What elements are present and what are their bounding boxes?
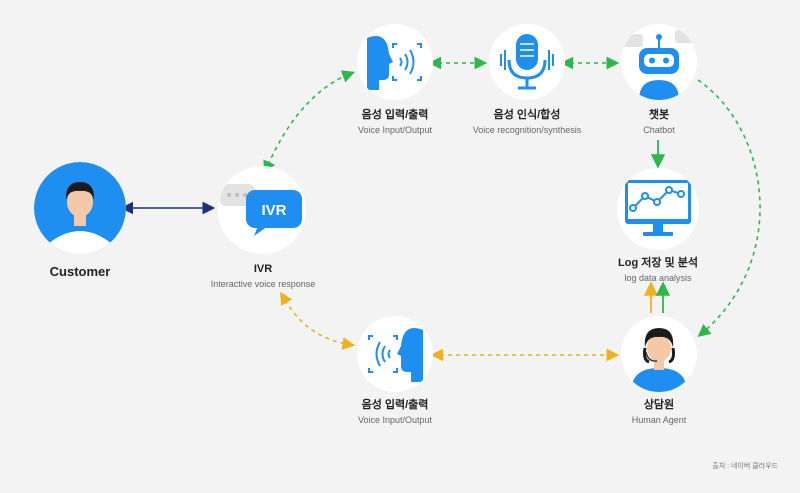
- voice-io-bottom-label: 음성 입력/출력 Voice Input/Output: [295, 398, 495, 426]
- log-node: [617, 168, 699, 250]
- agent-title: 상담원: [643, 399, 675, 411]
- voice-io-top-node: [357, 24, 433, 100]
- robot-icon: [623, 30, 695, 100]
- chatbot-title: 챗봇: [648, 109, 670, 121]
- ivr-bubble-text: IVR: [261, 202, 286, 219]
- customer-title: Customer: [49, 264, 111, 279]
- agent-headset-icon: [631, 328, 687, 392]
- log-title: Log 저장 및 분석: [618, 257, 698, 269]
- voice-recognition-node: [489, 24, 565, 100]
- agent-node: [621, 316, 697, 392]
- chatbot-subtitle: Chatbot: [643, 125, 675, 135]
- voice-io-top-subtitle: Voice Input/Output: [357, 125, 433, 135]
- voice-io-top-title: 음성 입력/출력: [361, 109, 429, 121]
- voice-recognition-title: 음성 인식/합성: [493, 109, 561, 121]
- agent-label: 상담원 Human Agent: [559, 398, 759, 426]
- arrow-ivr-voice-top: [263, 70, 355, 174]
- microphone-icon: [500, 34, 554, 90]
- voice-io-bottom-node: [357, 316, 433, 392]
- ivr-subtitle: Interactive voice response: [210, 279, 316, 289]
- log-subtitle: log data analysis: [624, 273, 692, 283]
- voice-io-bottom-title: 음성 입력/출력: [361, 399, 429, 411]
- ivr-node: IVR: [218, 166, 306, 254]
- customer-icon: [34, 162, 126, 254]
- voice-head-icon-mirrored: [368, 328, 423, 382]
- ivr-label: IVR Interactive voice response: [163, 262, 363, 290]
- voice-recognition-label: 음성 인식/합성 Voice recognition/synthesis: [427, 108, 627, 136]
- ivr-title: IVR: [253, 263, 273, 275]
- arrow-ivr-voice-bottom: [280, 291, 356, 350]
- agent-subtitle: Human Agent: [631, 415, 687, 425]
- chatbot-node: [621, 24, 697, 100]
- customer-node: [34, 162, 126, 254]
- chatbot-label: 챗봇 Chatbot: [559, 108, 759, 136]
- arrow-chatbot-agent: [697, 79, 761, 338]
- voice-io-bottom-subtitle: Voice Input/Output: [357, 415, 433, 425]
- voice-recognition-subtitle: Voice recognition/synthesis: [472, 125, 582, 135]
- customer-label: Customer: [0, 264, 180, 279]
- monitor-chart-icon: [625, 180, 691, 236]
- ivr-bubble-icon: IVR: [220, 184, 302, 236]
- log-label: Log 저장 및 분석 log data analysis: [558, 256, 758, 284]
- voice-io-top-label: 음성 입력/출력 Voice Input/Output: [295, 108, 495, 136]
- source-credit: 출처 : 네이버 클라우드: [712, 463, 778, 470]
- voice-head-icon: [367, 36, 422, 90]
